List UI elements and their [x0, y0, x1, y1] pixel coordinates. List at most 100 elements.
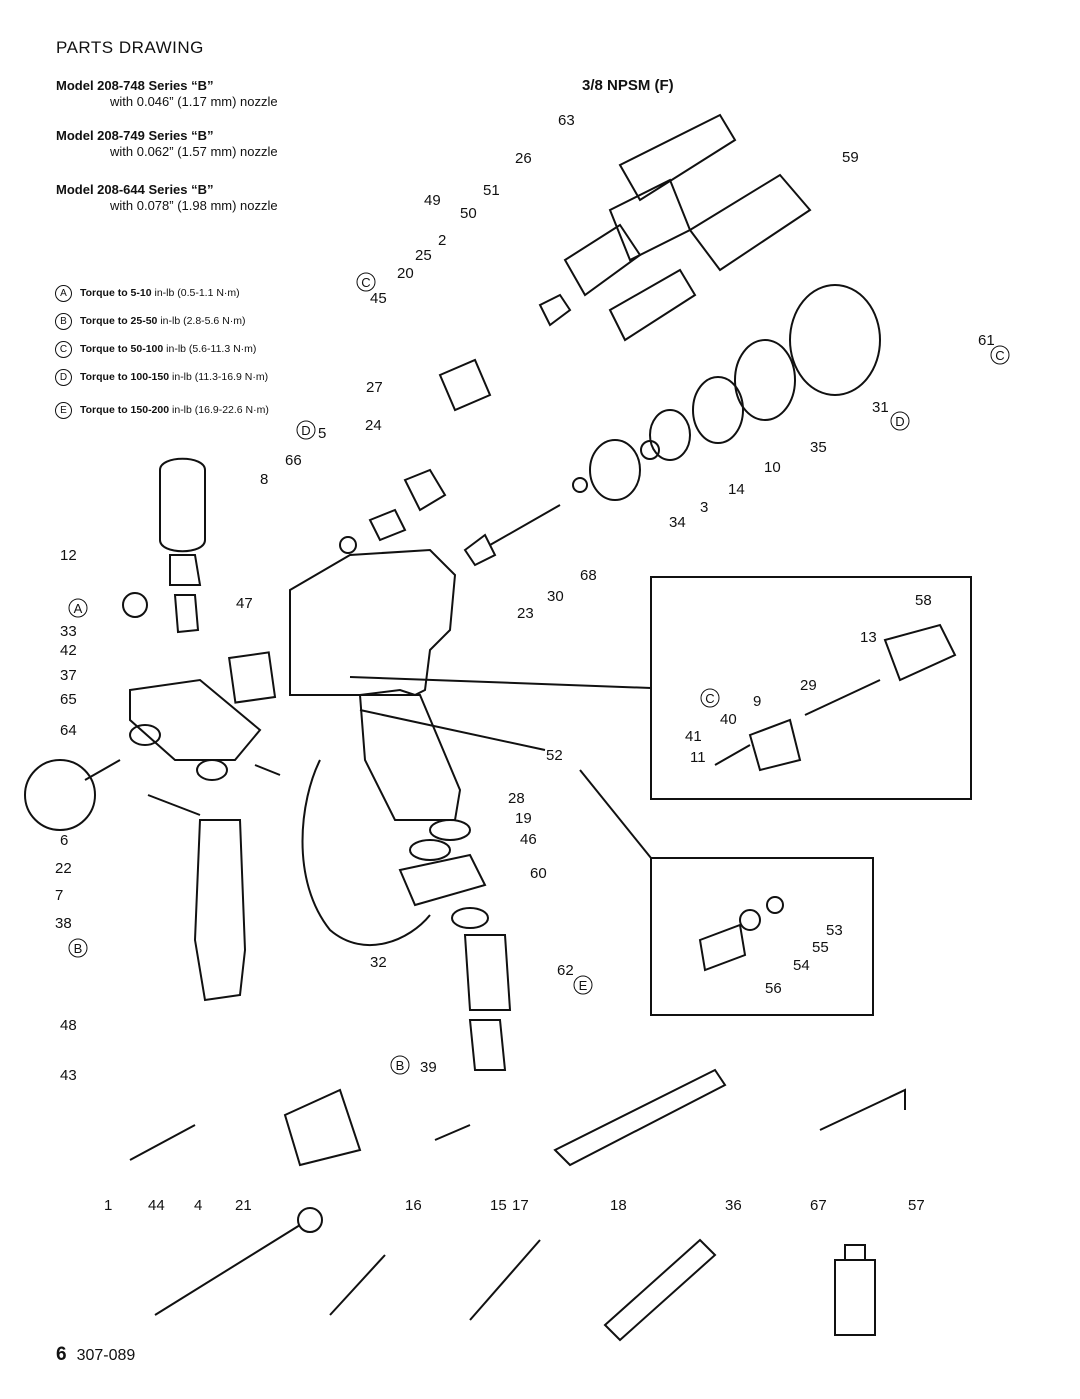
- inlet-housing: [398, 853, 487, 907]
- cup-fitting: [173, 594, 200, 634]
- washer: [451, 907, 489, 929]
- model-name: Model 208-644 Series “B”: [56, 182, 214, 197]
- part-number-label: 5: [318, 425, 326, 442]
- document-number: 307-089: [76, 1347, 136, 1364]
- part-number-label: 55: [812, 939, 829, 956]
- tube-wrench: [603, 1238, 717, 1342]
- torque-text: Torque to 100-150: [80, 371, 170, 383]
- brush-loop: [297, 1207, 323, 1233]
- model-nozzle: with 0.078” (1.98 mm) nozzle: [110, 198, 278, 213]
- torque-mark-circle: [573, 975, 593, 995]
- part-number-label: 8: [260, 471, 268, 488]
- part-number-label: 37: [60, 667, 77, 684]
- part-number-label: 32: [370, 954, 387, 971]
- callout-line: [359, 709, 546, 751]
- part-number-label: 49: [424, 192, 441, 209]
- part-number-label: 65: [60, 691, 77, 708]
- model-nozzle: with 0.062” (1.57 mm) nozzle: [110, 144, 278, 159]
- part-number-label: 28: [508, 790, 525, 807]
- cup-lid: [169, 554, 202, 586]
- torque-unit: in-lb (2.8-5.6 N·m): [160, 315, 246, 327]
- filter-spring: [538, 293, 572, 327]
- part-number-label: 21: [235, 1197, 252, 1214]
- part-number-label: 42: [60, 642, 77, 659]
- valve-seat: [739, 909, 761, 931]
- o-ring: [339, 536, 357, 554]
- thread-spec-label: 3/8 NPSM (F): [582, 77, 674, 94]
- part-number-label: 51: [483, 182, 500, 199]
- tube-fitting: [563, 223, 642, 297]
- part-number-label: 13: [860, 629, 877, 646]
- part-number-label: 53: [826, 922, 843, 939]
- part-number-label: 26: [515, 150, 532, 167]
- torque-mark-circle: [296, 420, 316, 440]
- part-number-label: 31: [872, 399, 889, 416]
- model-entry: Model 208-644 Series “B” with 0.078” (1.…: [56, 182, 278, 214]
- part-number-label: 1: [104, 1197, 112, 1214]
- nut: [572, 477, 588, 493]
- callout-line: [349, 676, 652, 689]
- needle: [489, 504, 561, 546]
- part-number-label: 62: [557, 962, 574, 979]
- torque-mark: B: [74, 941, 83, 956]
- part-number-label: 67: [810, 1197, 827, 1214]
- part-number-label: 16: [405, 1197, 422, 1214]
- part-number-label: 25: [415, 247, 432, 264]
- part-number-label: 54: [793, 957, 810, 974]
- part-number-label: 20: [397, 265, 414, 282]
- pin: [147, 794, 201, 816]
- cup-cap: [122, 592, 148, 618]
- nipple-fitting: [283, 1088, 362, 1167]
- torque-mark: E: [579, 978, 588, 993]
- model-name: Model 208-748 Series “B”: [56, 78, 214, 93]
- part-number-label: 63: [558, 112, 575, 129]
- part-number-label: 64: [60, 722, 77, 739]
- torque-mark-circle: [390, 1055, 410, 1075]
- torque-mark: D: [895, 414, 904, 429]
- torque-code: C: [55, 341, 72, 358]
- part-number-label: 18: [610, 1197, 627, 1214]
- torque-code: A: [55, 285, 72, 302]
- model-entry: Model 208-749 Series “B” with 0.062” (1.…: [56, 128, 278, 160]
- hook-tool: [819, 1088, 906, 1131]
- adapter-fitting: [438, 358, 492, 412]
- part-number-label: 24: [365, 417, 382, 434]
- nut: [640, 440, 660, 460]
- valve-key: [698, 923, 747, 972]
- torque-mark: C: [705, 691, 714, 706]
- part-number-label: 29: [800, 677, 817, 694]
- torque-code: B: [55, 313, 72, 330]
- part-number-label: 2: [438, 232, 446, 249]
- torque-unit: in-lb (16.9-22.6 N·m): [172, 404, 269, 416]
- page-number: 6: [56, 1344, 67, 1365]
- part-number-label: 57: [908, 1197, 925, 1214]
- part-number-label: 19: [515, 810, 532, 827]
- part-number-label: 34: [669, 514, 686, 531]
- part-number-label: 36: [725, 1197, 742, 1214]
- cleaning-brush: [154, 1224, 301, 1316]
- trigger: [193, 819, 247, 1002]
- part-number-label: 44: [148, 1197, 165, 1214]
- fluid-cup: [159, 457, 206, 553]
- part-number-label: 22: [55, 860, 72, 877]
- needle-rod: [434, 1124, 471, 1141]
- part-number-label: 38: [55, 915, 72, 932]
- fluid-tube: [301, 759, 431, 946]
- part-number-label: 23: [517, 605, 534, 622]
- torque-mark-circle: [68, 938, 88, 958]
- nipple-fitting: [608, 268, 697, 342]
- drill-bit: [329, 1254, 386, 1316]
- valve-ball: [766, 896, 784, 914]
- needle-housing: [883, 623, 957, 682]
- part-number-label: 39: [420, 1059, 437, 1076]
- inset-box-valve: [650, 857, 874, 1016]
- plug: [129, 724, 161, 746]
- torque-mark-circle: [700, 688, 720, 708]
- torque-mark-circle: [990, 345, 1010, 365]
- model-name: Model 208-749 Series “B”: [56, 128, 214, 143]
- part-number-label: 33: [60, 623, 77, 640]
- part-number-label: 43: [60, 1067, 77, 1084]
